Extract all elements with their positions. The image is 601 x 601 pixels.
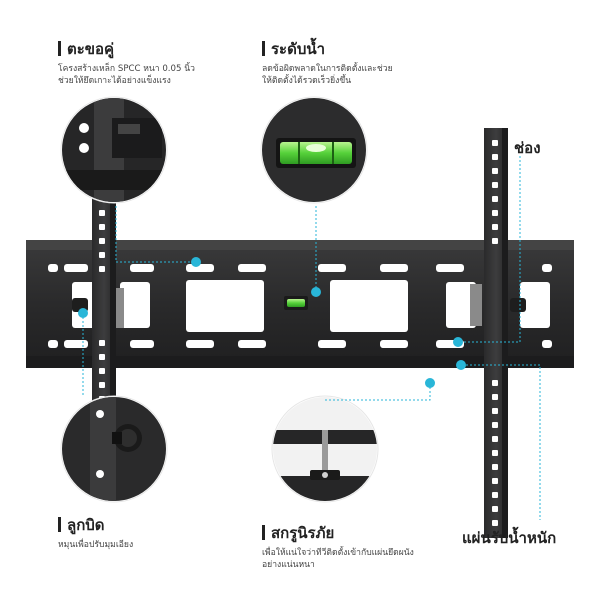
level-callout xyxy=(260,96,368,204)
hook-title: ตะขอคู่ xyxy=(58,40,195,58)
safety-screw-desc: เพื่อให้แน่ใจว่าทีวีติดตั้งเข้ากับแผ่นยึ… xyxy=(262,547,414,571)
level-title: ระดับน้ำ xyxy=(262,40,393,58)
knob-desc: หมุนเพื่อปรับมุมเอียง xyxy=(58,539,133,551)
knob-callout xyxy=(60,395,168,503)
knob-title-text: ลูกบิด xyxy=(67,516,105,534)
safety-screw-title: สกรูนิรภัย xyxy=(262,524,414,542)
hook-label: ตะขอคู่ โครงสร้างเหล็ก SPCC หนา 0.05 นิ้… xyxy=(58,40,195,87)
safety-screw-callout xyxy=(271,395,379,503)
level-title-text: ระดับน้ำ xyxy=(271,40,326,58)
hook-desc-line1: โครงสร้างเหล็ก SPCC หนา 0.05 นิ้ว xyxy=(58,64,195,74)
right-arm xyxy=(470,128,526,538)
wall-plate xyxy=(26,240,574,368)
callout-dots xyxy=(78,257,466,388)
safety-screw-desc-line2: อย่างแน่นหนา xyxy=(262,560,315,570)
hook-title-text: ตะขอคู่ xyxy=(67,40,115,58)
knob-label: ลูกบิด หมุนเพื่อปรับมุมเอียง xyxy=(58,516,133,551)
safety-screw-desc-line1: เพื่อให้แน่ใจว่าทีวีติดตั้งเข้ากับแผ่นยึ… xyxy=(262,548,414,558)
holes-title: ช่อง xyxy=(514,139,541,157)
level-desc: ลดข้อผิดพลาดในการติดตั้งและช่วย ให้ติดตั… xyxy=(262,63,393,87)
load-plate-title: แผ่นรับน้ำหนัก xyxy=(462,529,557,547)
safety-screw-title-text: สกรูนิรภัย xyxy=(271,524,335,542)
knob-title: ลูกบิด xyxy=(58,516,133,534)
callout-connectors xyxy=(82,156,541,520)
title-bar xyxy=(262,41,265,56)
level-desc-line2: ให้ติดตั้งได้รวดเร็วยิ่งขึ้น xyxy=(262,76,352,86)
knob-desc-line1: หมุนเพื่อปรับมุมเอียง xyxy=(58,540,134,550)
level-label: ระดับน้ำ ลดข้อผิดพลาดในการติดตั้งและช่วย… xyxy=(262,40,393,87)
hook-desc-line2: ช่วยให้ยึดเกาะได้อย่างแข็งแรง xyxy=(58,76,171,86)
title-bar xyxy=(262,525,265,540)
hook-desc: โครงสร้างเหล็ก SPCC หนา 0.05 นิ้ว ช่วยให… xyxy=(58,63,195,87)
safety-screw-label: สกรูนิรภัย เพื่อให้แน่ใจว่าทีวีติดตั้งเข… xyxy=(262,524,414,571)
title-bar xyxy=(58,41,61,56)
title-bar xyxy=(58,517,61,532)
level-desc-line1: ลดข้อผิดพลาดในการติดตั้งและช่วย xyxy=(262,64,393,74)
hook-callout xyxy=(60,96,168,204)
